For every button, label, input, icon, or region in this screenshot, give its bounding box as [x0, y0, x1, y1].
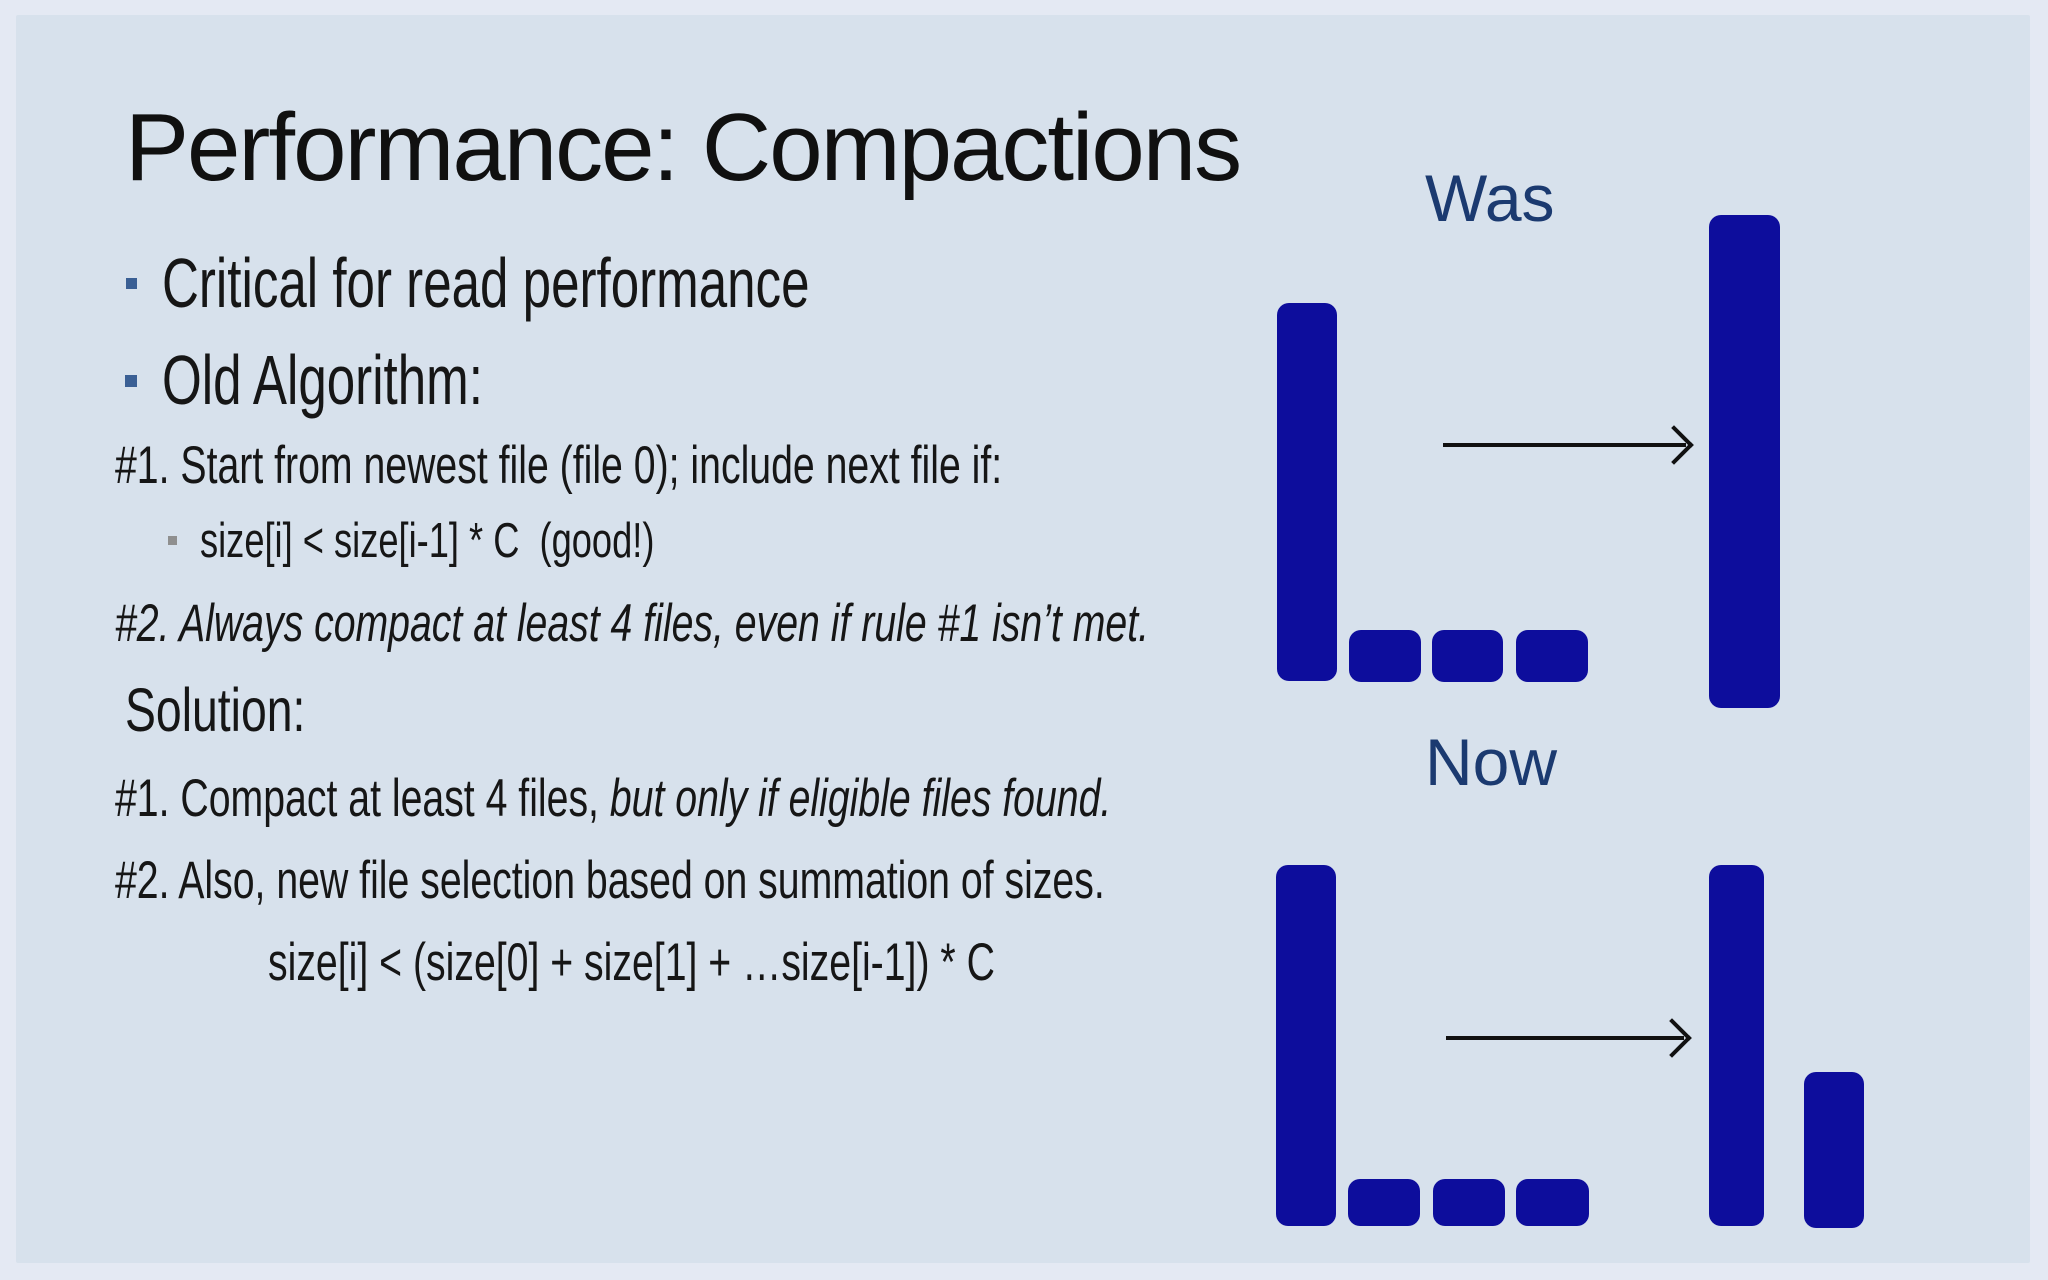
now-arrowhead-icon: [1652, 1018, 1692, 1058]
text-segment: #2. Always compact at least 4 files, eve…: [115, 593, 1149, 653]
now-compacted-file-bar: [1804, 1072, 1864, 1228]
solution-heading: Solution:: [125, 664, 305, 756]
old-rule-1-condition: size[i] < size[i-1] * C (good!): [200, 504, 654, 578]
text-segment: Critical for read performance: [162, 244, 810, 322]
solution-rule-1: #1. Compact at least 4 files, but only i…: [115, 758, 1111, 838]
was-arrow-icon: [1443, 443, 1686, 447]
now-kept-large-file-bar: [1709, 865, 1764, 1226]
now-small-file-2-bar: [1433, 1179, 1505, 1226]
now-small-file-1-bar: [1348, 1179, 1420, 1226]
now-label: Now: [1425, 725, 1558, 799]
text-segment: #1. Start from newest file (file 0); inc…: [115, 435, 1003, 495]
old-rule-1-condition-marker: [168, 536, 177, 545]
text-segment: size[i] < (size[0] + size[1] + …size[i-1…: [268, 932, 995, 992]
was-arrowhead-icon: [1654, 425, 1694, 465]
was-compacted-file-bar: [1709, 215, 1780, 708]
slide: [16, 15, 2030, 1263]
text-segment: size[i] < size[i-1] * C (good!): [200, 514, 655, 568]
bullet-old-algorithm-marker: [125, 375, 137, 387]
now-arrow-icon: [1446, 1036, 1684, 1040]
text-segment: #2. Also, new file selection based on su…: [115, 850, 1105, 910]
text-segment: #1. Compact at least 4 files,: [115, 768, 610, 828]
solution-rule-2: #2. Also, new file selection based on su…: [115, 840, 1105, 920]
was-large-file-bar: [1277, 303, 1337, 681]
bullet-critical-read-performance-marker: [126, 278, 137, 289]
old-rule-1: #1. Start from newest file (file 0); inc…: [115, 425, 1002, 505]
slide-title: Performance: Compactions: [125, 94, 1242, 201]
was-small-file-1-bar: [1349, 630, 1421, 682]
bullet-old-algorithm: Old Algorithm:: [162, 328, 483, 433]
text-segment: Solution:: [125, 676, 306, 744]
now-large-file-bar: [1276, 865, 1336, 1226]
was-label: Was: [1425, 161, 1555, 235]
text-segment: Old Algorithm:: [162, 341, 483, 419]
was-small-file-3-bar: [1516, 630, 1588, 682]
bullet-critical-read-performance: Critical for read performance: [162, 231, 810, 336]
text-segment: but only if eligible files found.: [609, 768, 1112, 828]
was-small-file-2-bar: [1432, 630, 1503, 682]
solution-formula: size[i] < (size[0] + size[1] + …size[i-1…: [268, 922, 995, 1002]
now-small-file-3-bar: [1516, 1179, 1589, 1226]
old-rule-2: #2. Always compact at least 4 files, eve…: [115, 583, 1149, 663]
